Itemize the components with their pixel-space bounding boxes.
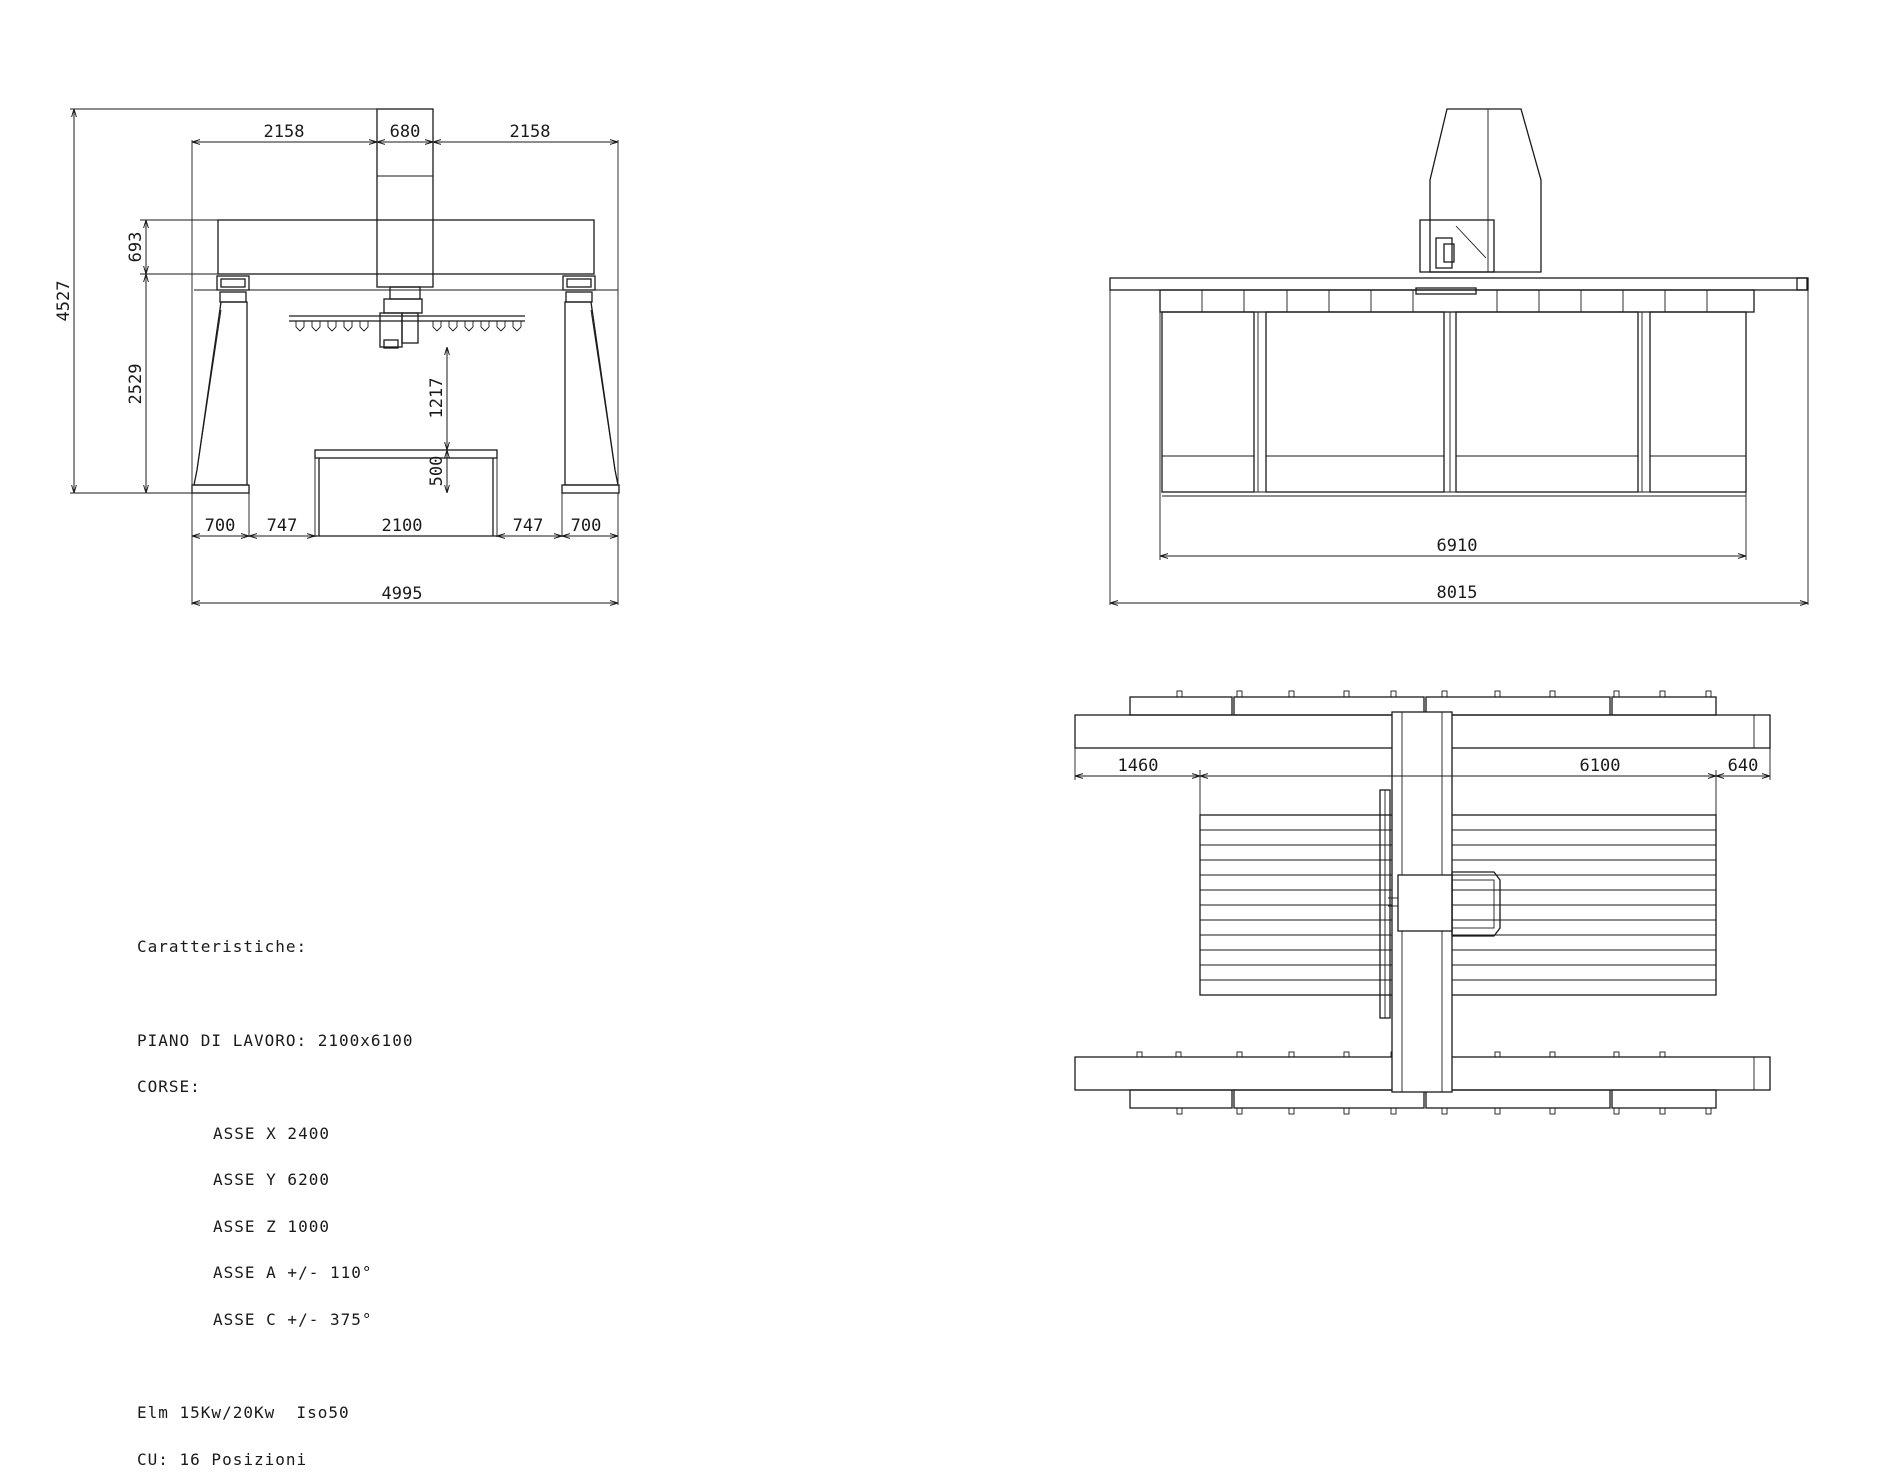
dim-right-offset: 640 xyxy=(1728,756,1759,776)
front-view: 4527 693 2529 2158 680 2158 1217 500 700… xyxy=(54,108,620,605)
dim-overall-length: 8015 xyxy=(1437,583,1478,603)
spec-axis-c: ASSE C +/- 375° xyxy=(213,1309,373,1329)
spec-tool-changer: CU: 16 Posizioni xyxy=(137,1449,308,1469)
dim-height-total: 4527 xyxy=(54,281,74,322)
side-view: 6910 8015 xyxy=(1109,108,1809,605)
specs-title: Caratteristiche: xyxy=(137,937,308,956)
dim-foot-left: 700 xyxy=(205,516,236,536)
dim-left-offset: 1460 xyxy=(1118,756,1159,776)
specifications-block: Caratteristiche: PIANO DI LAVORO: 2100x6… xyxy=(137,908,413,1483)
spec-axis-y: ASSE Y 6200 xyxy=(213,1170,330,1189)
dim-beam-height: 693 xyxy=(126,232,146,263)
dim-overall-width: 4995 xyxy=(382,584,423,604)
dim-table-length-top: 6100 xyxy=(1580,756,1621,776)
spec-work-table: PIANO DI LAVORO: 2100x6100 xyxy=(137,1030,414,1050)
dim-z-clearance: 1217 xyxy=(427,378,447,419)
top-view: 1460 6100 640 xyxy=(1074,690,1771,1115)
dim-ram-width: 680 xyxy=(390,122,421,142)
spec-axis-z: ASSE Z 1000 xyxy=(213,1216,330,1236)
dim-table-height: 500 xyxy=(427,456,447,487)
spec-spindle: Elm 15Kw/20Kw Iso50 xyxy=(137,1403,350,1422)
dim-gap-left: 747 xyxy=(267,516,298,536)
dim-table-width: 2100 xyxy=(382,516,423,536)
dim-table-length-side: 6910 xyxy=(1437,536,1478,556)
dim-column-height: 2529 xyxy=(126,364,146,405)
spec-strokes-title: CORSE: xyxy=(137,1077,201,1096)
spec-axis-a: ASSE A +/- 110° xyxy=(213,1263,373,1282)
dim-foot-right: 700 xyxy=(571,516,602,536)
dim-gap-right: 747 xyxy=(513,516,544,536)
spec-axis-x: ASSE X 2400 xyxy=(213,1123,330,1143)
technical-drawing: 4527 693 2529 2158 680 2158 1217 500 700… xyxy=(54,108,1809,1115)
dim-right-span: 2158 xyxy=(510,122,551,142)
dim-left-span: 2158 xyxy=(264,122,305,142)
